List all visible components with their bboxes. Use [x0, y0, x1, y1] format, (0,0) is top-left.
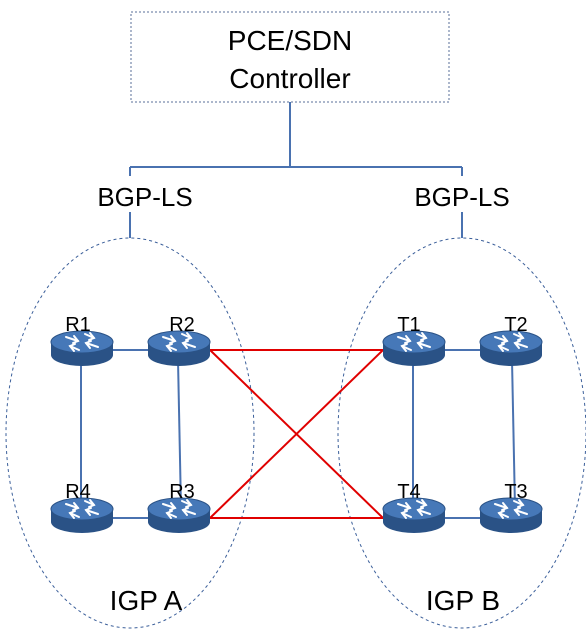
router-icon[interactable]: [50, 497, 114, 534]
router-label-t1: T1: [397, 314, 420, 336]
igp-b-domain: [337, 237, 586, 629]
inter-domain-links: [209, 349, 384, 519]
router-label-t4: T4: [397, 481, 420, 503]
controller-title-line2: Controller: [229, 63, 350, 94]
router-label-t3: T3: [504, 481, 527, 503]
bgp-ls-label-right: BGP-LS: [414, 182, 509, 212]
igp-a-domain: [5, 237, 255, 629]
router-icon[interactable]: [479, 497, 543, 534]
bgp-ls-label-left: BGP-LS: [97, 182, 192, 212]
router-label-r2: R2: [169, 314, 195, 336]
igp-a-label: IGP A: [110, 585, 183, 616]
router-icon[interactable]: [479, 330, 543, 367]
router-label-r4: R4: [65, 481, 91, 503]
igp-b-label: IGP B: [426, 585, 500, 616]
controller-title-line1: PCE/SDN: [228, 25, 352, 56]
router-icon[interactable]: [147, 497, 211, 534]
intra-domain-links: [80, 349, 516, 519]
controller-box: [130, 11, 450, 103]
router-icon[interactable]: [382, 330, 446, 367]
router-label-r3: R3: [169, 481, 195, 503]
controller-links: [129, 102, 463, 238]
router-icon[interactable]: [382, 497, 446, 534]
router-label-r1: R1: [65, 314, 91, 336]
router-icon[interactable]: [147, 330, 211, 367]
router-label-t2: T2: [504, 314, 527, 336]
router-icon[interactable]: [50, 330, 114, 367]
